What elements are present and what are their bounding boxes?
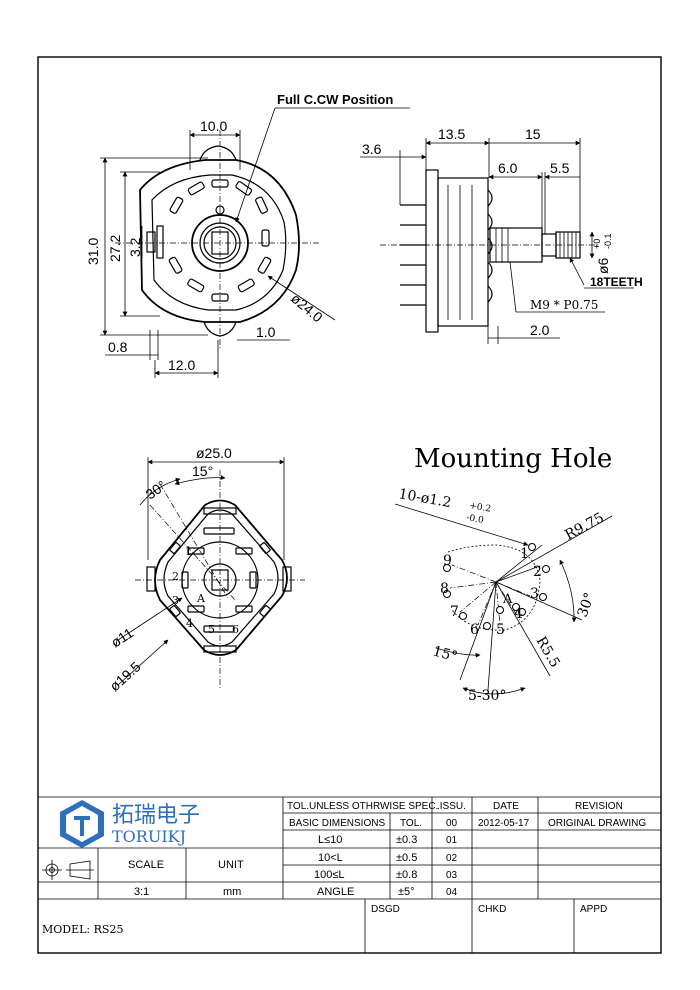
mounting-angle-30: 30° <box>575 591 599 620</box>
company-name-en: TORUIKJ <box>112 827 186 846</box>
hole-num-5: 5 <box>496 622 505 638</box>
tol-row-4-tol: ±5° <box>398 886 415 898</box>
tol-row-1-range: L≤10 <box>318 834 342 846</box>
dim-height-outer: 31.0 <box>85 238 101 265</box>
issue-00: 00 <box>446 818 458 829</box>
dim-shaft-tol-upper: +0 <box>592 239 602 249</box>
dim-side-bushing: 6.0 <box>498 160 518 176</box>
dim-top-width: 10.0 <box>200 118 227 134</box>
scale-value: 3:1 <box>134 886 149 898</box>
tol-row-4-range: ANGLE <box>317 886 354 898</box>
mounting-common: A <box>502 592 513 607</box>
dsgd-label: DSGD <box>371 904 400 915</box>
tol-header: TOL.UNLESS OTHRWISE SPEC. <box>287 801 438 812</box>
wafer-pin-3: 3 <box>172 594 179 607</box>
wafer-view: 1 2 3 4 5 6 A ø25.0 15° 30° ø11 ø19.5 <box>106 445 305 694</box>
mounting-hole-view: Mounting Hole <box>394 444 612 704</box>
tol-row-3-range: 100≤L <box>314 869 345 881</box>
sheet-border <box>37 56 662 954</box>
wafer-pin-6: 6 <box>232 623 239 636</box>
date-00: 2012-05-17 <box>478 818 530 829</box>
side-view: 13.5 15 3.6 6.0 5.5 ø6 +0 -0.1 18TEETH M… <box>360 126 643 344</box>
company-logo-icon <box>60 800 104 848</box>
date-header: DATE <box>493 801 519 812</box>
issu-header: .ISSU. <box>437 801 466 812</box>
wafer-pin-2: 2 <box>172 570 179 583</box>
model-label: MODEL: RS25 <box>42 923 123 936</box>
tol-label: TOL. <box>400 818 422 829</box>
tol-row-1-tol: ±0.3 <box>396 834 417 846</box>
tol-row-4-issue: 04 <box>446 887 458 898</box>
mounting-holes-tol-lower: -0.0 <box>465 513 484 526</box>
mounting-angle-5x30: 5-30° <box>468 688 506 704</box>
mounting-angle-15: 15° <box>431 643 459 665</box>
wafer-pin-4: 4 <box>186 617 193 630</box>
hole-num-3: 3 <box>530 586 539 602</box>
appd-label: APPD <box>580 904 607 915</box>
dim-side-flat: 2.0 <box>530 322 550 338</box>
basic-dim-label: BASIC DIMENSIONS <box>289 818 385 829</box>
dim-wafer-11: ø11 <box>108 624 136 650</box>
revision-header: REVISION <box>575 801 623 812</box>
hole-num-2: 2 <box>533 564 542 580</box>
mounting-title: Mounting Hole <box>414 444 612 474</box>
company-name-cn: 拓瑞电子 <box>112 802 200 827</box>
hole-num-9: 9 <box>443 553 452 569</box>
dim-wafer-15: 15° <box>192 463 213 479</box>
dim-side-deck: 13.5 <box>438 126 465 142</box>
dim-tab-height: 3.2 <box>127 237 143 257</box>
front-view: 10.0 Full C.CW Position 31.0 27.2 3.2 ø2… <box>85 92 410 378</box>
revision-00: ORIGINAL DRAWING <box>548 818 646 829</box>
tol-row-1-issue: 01 <box>446 835 458 846</box>
dim-wafer-dia: ø25.0 <box>196 445 232 461</box>
hole-num-4: 4 <box>514 606 523 622</box>
unit-value: mm <box>223 886 241 898</box>
label-teeth: 18TEETH <box>590 275 643 289</box>
dim-dia-body: ø24.0 <box>288 290 326 325</box>
chkd-label: CHKD <box>478 904 506 915</box>
tol-row-3-issue: 03 <box>446 870 458 881</box>
wafer-pin-1: 1 <box>185 545 192 558</box>
tol-row-2-tol: ±0.5 <box>396 852 417 864</box>
dim-wafer-195: ø19.5 <box>106 658 143 694</box>
mounting-radius-inner: R5.5 <box>533 634 563 670</box>
tol-row-3-tol: ±0.8 <box>396 869 417 881</box>
hole-num-1: 1 <box>520 546 529 562</box>
tol-row-2-range: 10<L <box>318 852 343 864</box>
dim-tab-gap: 1.0 <box>256 324 276 340</box>
dim-shaft-dia: ø6 <box>595 257 611 274</box>
wafer-common: A <box>196 592 206 605</box>
mounting-radius-outer: R9.75 <box>562 510 606 544</box>
scale-label: SCALE <box>128 859 164 871</box>
title-block: 拓瑞电子 TORUIKJ TOL.UNLESS OTHRWISE SPEC. .… <box>38 796 661 953</box>
mounting-holes-tol-upper: +0.2 <box>468 501 491 515</box>
label-thread: M9 * P0.75 <box>530 298 598 312</box>
tol-row-2-issue: 02 <box>446 853 458 864</box>
callout-full-ccw: Full C.CW Position <box>277 92 393 107</box>
dim-side-knurl: 5.5 <box>550 160 570 176</box>
dim-width-half: 12.0 <box>168 357 195 373</box>
hole-num-7: 7 <box>450 604 459 620</box>
wafer-pin-5: 5 <box>208 623 215 636</box>
dim-side-shaft: 15 <box>525 126 541 142</box>
dim-wafer-30: 30° <box>143 477 170 502</box>
projection-symbol-icon <box>42 860 94 880</box>
dim-side-step: 3.6 <box>362 141 382 157</box>
hole-num-8: 8 <box>440 581 449 597</box>
dim-shaft-tol-lower: -0.1 <box>603 233 613 249</box>
hole-num-6: 6 <box>470 622 479 638</box>
dim-height-inner: 27.2 <box>107 235 123 262</box>
dim-tab-width: 0.8 <box>108 339 128 355</box>
unit-label: UNIT <box>218 859 244 871</box>
